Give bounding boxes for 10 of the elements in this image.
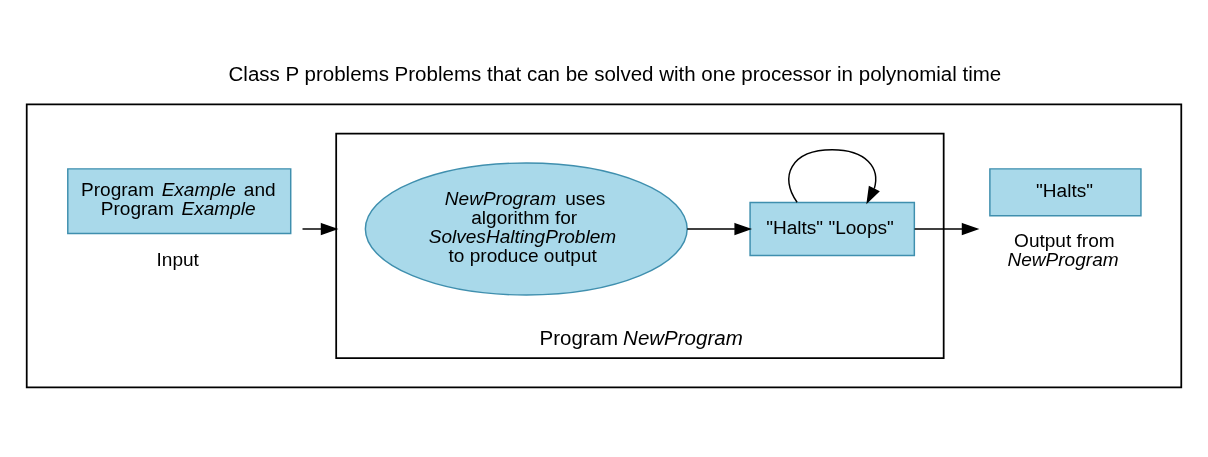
arrow [301, 222, 339, 235]
node-box: "Halts" "Loops" [749, 201, 916, 256]
cluster [25, 102, 1183, 388]
node-label: Output from NewProgram [1007, 229, 1119, 270]
arrow [788, 148, 880, 204]
arrow [913, 222, 980, 235]
node-label: Input [156, 248, 199, 270]
diagram-title: Class P problems Problems that can be solved with one processor in polynomial time [228, 61, 1002, 85]
node-ellipse: NewProgram uses algorithm for SolvesHaltingProblem to produce output [364, 161, 688, 296]
arrow [686, 222, 753, 235]
